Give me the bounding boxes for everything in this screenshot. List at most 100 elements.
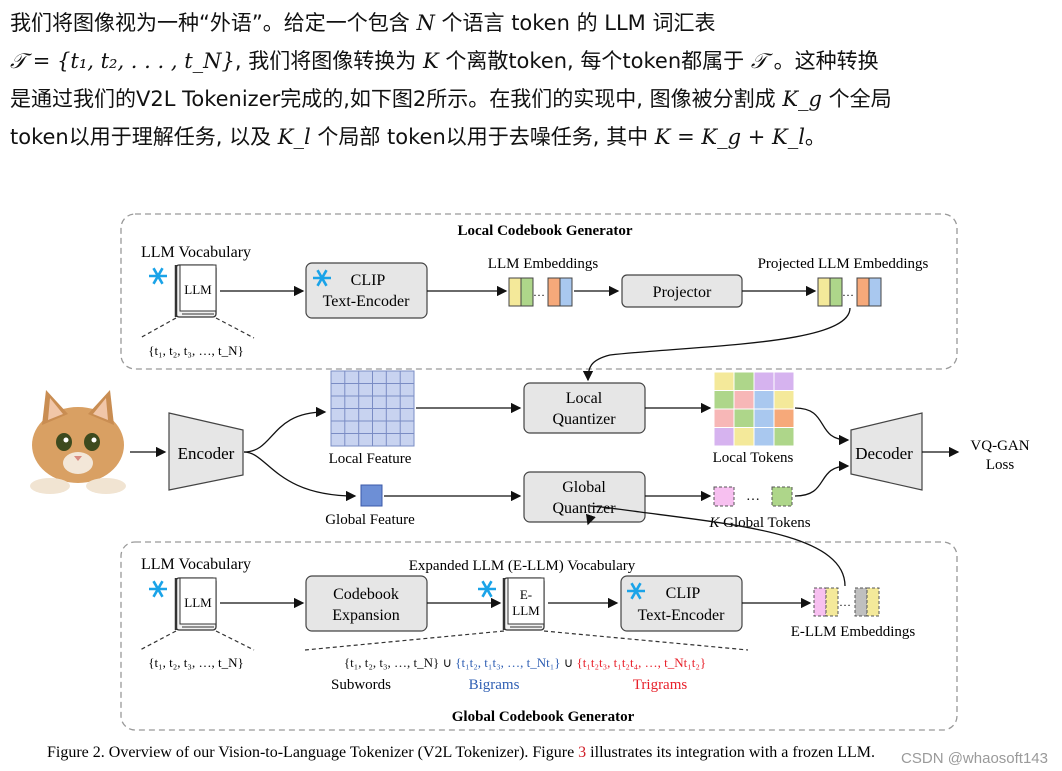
- paragraph-line-4: token以用于理解任务, 以及 K_l 个局部 token以用于去噪任务, 其…: [10, 118, 1055, 156]
- local-token-cell: [733, 390, 755, 410]
- dashed-line: [543, 630, 749, 651]
- subwords-label: Subwords: [331, 677, 391, 693]
- local-token-cell: [713, 408, 735, 428]
- svg-text:LLM: LLM: [512, 603, 540, 618]
- global-quantizer-label: Global: [562, 479, 606, 496]
- ellipsis: …: [746, 489, 760, 504]
- local-token-cell: [713, 427, 735, 447]
- svg-text:E-: E-: [520, 587, 532, 602]
- text: 个局部 token以用于去噪任务, 其中: [317, 125, 649, 149]
- clip-label: CLIP: [351, 272, 386, 289]
- expanded-vocab-label: Expanded LLM (E-LLM) Vocabulary: [409, 558, 636, 574]
- snowflake-icon: [147, 266, 169, 286]
- v2l-tokenizer-figure: Local Codebook Generator LLM Vocabulary …: [30, 213, 1030, 761]
- local-token-cell: [733, 371, 755, 391]
- bigrams-label: Bigrams: [469, 677, 520, 693]
- decoder-box: [850, 412, 923, 491]
- svg-text:LLM: LLM: [184, 282, 212, 297]
- local-token-cell: [733, 427, 755, 447]
- encoder-label: Encoder: [178, 444, 235, 463]
- text: 个全局: [828, 87, 892, 111]
- e-llm-embeddings: …: [813, 587, 880, 617]
- figure-caption: Figure 2. Overview of our Vision-to-Lang…: [47, 744, 875, 761]
- text: 。这种转换: [773, 49, 879, 73]
- svg-text:…: …: [533, 285, 545, 299]
- math-vocab-set: 𝒯 = {t₁, t₂, . . . , t_N}: [10, 49, 235, 73]
- local-tokens-grid: [713, 371, 795, 447]
- curve-arrow: [794, 407, 850, 446]
- llm-embeddings: …: [508, 277, 573, 307]
- curve-arrow: [243, 406, 327, 453]
- text-encoder-label: Text-Encoder: [323, 293, 411, 310]
- text: 个离散token, 每个token都属于: [445, 49, 745, 73]
- text: 我们将图像视为一种“外语”。给定一个包含: [10, 11, 410, 35]
- local-token-cell: [773, 408, 795, 428]
- cat-image: [30, 390, 126, 494]
- book-icon: LLM: [174, 263, 218, 319]
- curve-arrow: [589, 505, 846, 587]
- token-set: {t₁, t₂, t₃, …, t_N}: [148, 655, 243, 670]
- trigrams-label: Trigrams: [633, 677, 688, 693]
- paragraph-line-3: 是通过我们的V2L Tokenizer完成的,如下图2所示。在我们的实现中, 图…: [10, 80, 1055, 118]
- projected-embeddings: …: [817, 277, 882, 307]
- global-quantizer-box: [523, 471, 646, 523]
- local-token-cell: [773, 427, 795, 447]
- math-equation: K = K_g + K_l: [654, 125, 805, 149]
- text: 个语言 token 的 LLM 词汇表: [441, 11, 716, 35]
- curve-arrow: [794, 460, 850, 497]
- dashed-line: [215, 317, 255, 339]
- decoder-label: Decoder: [855, 444, 913, 463]
- math-K: K: [422, 49, 439, 73]
- local-token-cell: [733, 408, 755, 428]
- paragraph-line-2: 𝒯 = {t₁, t₂, . . . , t_N}, 我们将图像转换为 K 个离…: [10, 42, 1055, 80]
- vocab-sets: {t₁, t₂, t₃, …, t_N} ∪ {t₁t₂, t₁t₃, …, t…: [344, 655, 706, 670]
- global-generator-title: Global Codebook Generator: [452, 709, 635, 725]
- e-llm-embeddings-label: E-LLM Embeddings: [791, 624, 916, 640]
- global-generator-panel: [120, 541, 958, 731]
- projector-label: Projector: [653, 284, 712, 301]
- local-token-cell: [753, 371, 775, 391]
- dashed-line: [139, 630, 177, 651]
- dashed-line: [304, 630, 505, 651]
- math-N: N: [416, 11, 435, 35]
- text-encoder-label: Text-Encoder: [638, 607, 726, 624]
- local-feature-grid: [330, 370, 415, 447]
- loss-label: Loss: [986, 457, 1015, 473]
- quantizer-label: Quantizer: [552, 411, 616, 428]
- local-quantizer-label: Local: [566, 390, 603, 407]
- math-T: 𝒯: [750, 49, 767, 73]
- llm-vocabulary-label: LLM Vocabulary: [141, 556, 251, 573]
- text: 。: [804, 125, 826, 149]
- global-feature-label: Global Feature: [325, 512, 415, 528]
- e-llm-book-icon: E- LLM: [502, 576, 546, 632]
- local-feature-label: Local Feature: [329, 451, 412, 467]
- global-token: [771, 486, 793, 507]
- llm-embeddings-label: LLM Embeddings: [488, 256, 599, 272]
- encoder-box: [168, 412, 244, 491]
- local-token-cell: [713, 371, 735, 391]
- curve-arrow: [243, 451, 357, 502]
- dashed-line: [139, 317, 177, 339]
- projected-embeddings-label: Projected LLM Embeddings: [758, 256, 929, 272]
- curve-arrow: [582, 307, 851, 382]
- local-token-cell: [753, 427, 775, 447]
- global-feature-cell: [360, 484, 383, 507]
- global-token: [713, 486, 735, 507]
- book-icon: LLM: [174, 576, 218, 632]
- snowflake-icon: [476, 579, 498, 599]
- svg-text:LLM: LLM: [184, 595, 212, 610]
- math-Kg: K_g: [782, 87, 822, 111]
- text: 是通过我们的V2L Tokenizer完成的,如下图2所示。在我们的实现中, 图…: [10, 87, 776, 111]
- chinese-paragraph: 我们将图像视为一种“外语”。给定一个包含 N 个语言 token 的 LLM 词…: [10, 4, 1055, 156]
- expansion-label: Expansion: [332, 607, 400, 624]
- paragraph-line-1: 我们将图像视为一种“外语”。给定一个包含 N 个语言 token 的 LLM 词…: [10, 4, 1055, 42]
- local-token-cell: [773, 371, 795, 391]
- watermark: CSDN @whaosoft143: [901, 750, 1048, 767]
- svg-text:…: …: [839, 595, 851, 609]
- local-token-cell: [713, 390, 735, 410]
- snowflake-icon: [147, 579, 169, 599]
- llm-vocabulary-label: LLM Vocabulary: [141, 244, 251, 261]
- dashed-line: [215, 630, 255, 651]
- vqgan-label: VQ-GAN: [970, 438, 1029, 454]
- token-set: {t₁, t₂, t₃, …, t_N}: [148, 343, 243, 358]
